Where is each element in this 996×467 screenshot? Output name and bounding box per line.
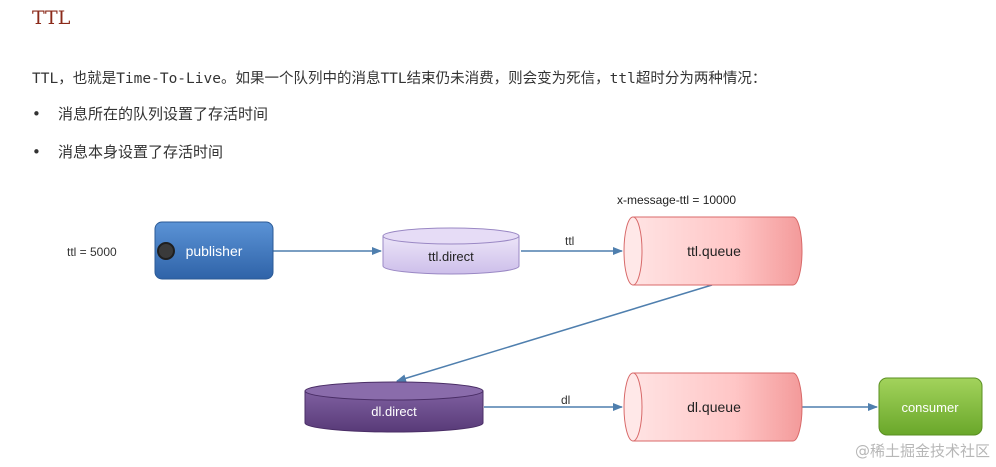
dl-direct-label: dl.direct — [371, 404, 417, 419]
arrow-ttl-queue-to-dl-direct — [396, 284, 713, 383]
dl-route-key-label: dl — [561, 393, 570, 407]
publisher-label: publisher — [186, 243, 243, 259]
bullet-text: 消息本身设置了存活时间 — [58, 143, 224, 161]
bullet-text: 消息所在的队列设置了存活时间 — [58, 105, 269, 123]
bullet-item-message-ttl: • 消息本身设置了存活时间 — [32, 141, 223, 162]
consumer-label: consumer — [901, 400, 959, 415]
ttl-queue-label: ttl.queue — [687, 243, 741, 259]
ttl-route-key-label: ttl — [565, 234, 574, 248]
bullet-item-queue-ttl: • 消息所在的队列设置了存活时间 — [32, 103, 268, 124]
publisher-dot-icon — [157, 242, 175, 260]
dl-queue-label: dl.queue — [687, 399, 741, 415]
ttl-direct-exchange: ttl.direct — [382, 227, 520, 275]
ttl-queue: ttl.queue — [623, 216, 803, 286]
page-title: TTL — [32, 7, 71, 29]
bullet-marker: • — [32, 105, 41, 123]
consumer-node: consumer — [878, 377, 983, 436]
watermark: @稀土掘金技术社区 — [854, 442, 990, 460]
intro-paragraph: TTL，也就是Time-To-Live。如果一个队列中的消息TTL结束仍未消费，… — [32, 71, 767, 87]
publisher-node: publisher — [154, 221, 274, 280]
dl-queue: dl.queue — [623, 372, 803, 442]
ttl-value-label: ttl = 5000 — [67, 245, 117, 259]
dl-direct-exchange: dl.direct — [304, 381, 484, 433]
ttl-direct-label: ttl.direct — [428, 249, 474, 264]
x-message-ttl-label: x-message-ttl = 10000 — [617, 193, 736, 207]
bullet-marker: • — [32, 143, 41, 161]
